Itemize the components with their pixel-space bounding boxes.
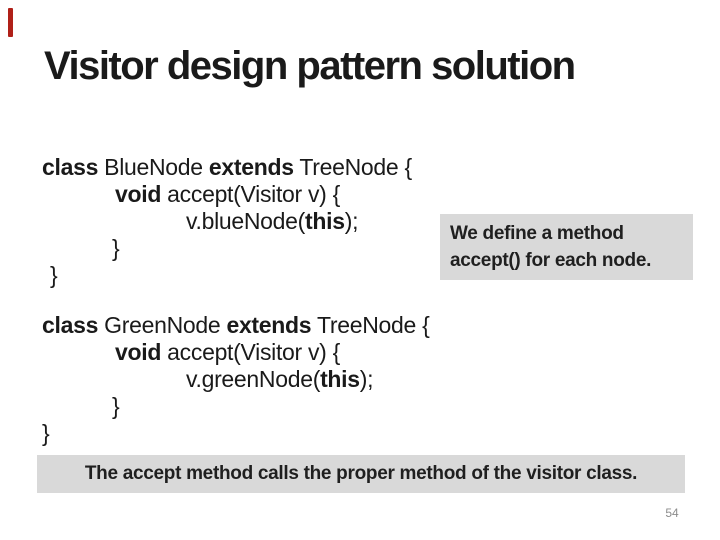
slide-title: Visitor design pattern solution bbox=[44, 44, 576, 88]
callout-line: We define a method bbox=[450, 223, 624, 244]
code-block-bluenode: class BlueNode extends TreeNode {void ac… bbox=[42, 154, 412, 289]
code-line: v.greenNode(this); bbox=[186, 366, 374, 392]
page-number: 54 bbox=[665, 506, 679, 520]
callout-line: accept() for each node. bbox=[450, 250, 652, 271]
code-line: class BlueNode extends TreeNode { bbox=[42, 154, 412, 180]
code-line: } bbox=[42, 420, 50, 446]
callout-box: We define a method accept() for each nod… bbox=[440, 214, 693, 280]
code-block-greennode: class GreenNode extends TreeNode {void a… bbox=[42, 312, 430, 447]
code-line: } bbox=[112, 393, 120, 419]
code-line: void accept(Visitor v) { bbox=[115, 181, 341, 207]
code-line: } bbox=[50, 262, 58, 288]
footer-note-bar: The accept method calls the proper metho… bbox=[37, 455, 685, 493]
code-line: } bbox=[112, 235, 120, 261]
footer-note-text: The accept method calls the proper metho… bbox=[84, 463, 638, 484]
red-accent-bar bbox=[8, 8, 13, 37]
code-line: class GreenNode extends TreeNode { bbox=[42, 312, 430, 338]
code-line: void accept(Visitor v) { bbox=[115, 339, 341, 365]
code-line: v.blueNode(this); bbox=[186, 208, 359, 234]
